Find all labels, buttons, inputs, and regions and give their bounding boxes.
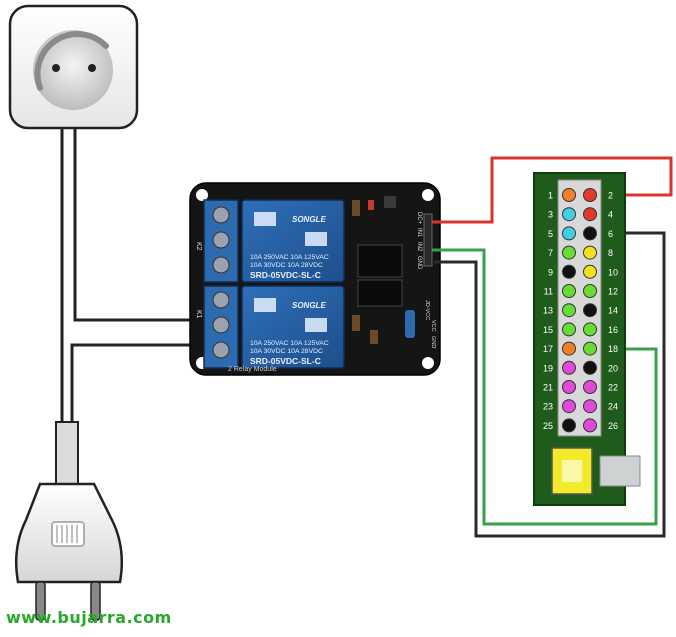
gpio-pin-number-26: 26: [608, 421, 618, 431]
in1-wire: [432, 248, 658, 526]
channel-label-k1: K1: [195, 310, 202, 319]
gpio-pin-24: [583, 399, 597, 414]
vcc-wire: [432, 156, 673, 224]
gpio-pin-number-22: 22: [608, 383, 618, 393]
gpio-pin-number-24: 24: [608, 402, 618, 412]
gpio-pin-12: [583, 284, 597, 298]
gnd-wire: [432, 231, 666, 538]
channel-label-k2: K2: [195, 242, 202, 251]
gpio-pin-16: [583, 322, 597, 337]
gpio-pin-17: [562, 341, 576, 356]
wall-socket-icon: [8, 4, 139, 130]
gpio-pin-number-14: 14: [608, 306, 618, 316]
relay-top-model: SRD-05VDC-SL-C: [250, 270, 321, 280]
signal-wires: [432, 156, 673, 538]
gpio-pin-number-7: 7: [548, 248, 553, 258]
gpio-pin-11: [562, 284, 576, 298]
gpio-pin-number-1: 1: [548, 191, 553, 201]
gpio-pin-number-3: 3: [548, 210, 553, 220]
jumper-label-gnd: GND: [430, 336, 436, 348]
relay-input-header: DC+ IN1 IN2 GND JD-VCC VCC GND: [416, 212, 436, 348]
relay-bottom: SONGLE 10A 250VAC 10A 125VAC 10A 30VDC 1…: [241, 285, 345, 369]
pin-label-in2: IN2: [416, 242, 422, 252]
gpio-pin-20: [583, 360, 597, 375]
relay-top-rating-2: 10A 30VDC 10A 28VDC: [250, 262, 323, 269]
relay-bottom-brand: SONGLE: [292, 301, 326, 310]
gpio-pin-1: [562, 188, 576, 202]
gpio-pin-number-8: 8: [608, 248, 613, 258]
gpio-pin-6: [583, 226, 597, 241]
terminal-block-k2: [203, 199, 239, 283]
gpio-pin-19: [562, 360, 576, 375]
relay-bottom-rating-2: 10A 30VDC 10A 28VDC: [250, 348, 323, 355]
gpio-pin-18: [583, 341, 597, 356]
gpio-pin-13: [562, 303, 576, 318]
gpio-pin-number-25: 25: [543, 421, 553, 431]
power-plug-icon: [14, 421, 124, 621]
gpio-pin-14: [583, 303, 597, 318]
gpio-pin-23: [562, 399, 576, 414]
gpio-pin-number-11: 11: [544, 287, 553, 297]
gpio-pin-number-19: 19: [543, 363, 553, 373]
pin-label-dcplus: DC+: [416, 212, 422, 225]
gpio-pin-number-13: 13: [543, 306, 553, 316]
mains-cable: [60, 128, 205, 430]
gpio-pin-3: [562, 207, 576, 222]
pin-label-in1: IN1: [416, 228, 422, 238]
gpio-pin-5: [562, 226, 576, 241]
pin-label-gnd: GND: [416, 256, 422, 270]
relay-bottom-rating-1: 10A 250VAC 10A 125VAC: [250, 340, 329, 347]
gpio-pin-number-20: 20: [608, 363, 618, 373]
watermark: www.bujarra.com: [6, 608, 172, 627]
gpio-pin-number-21: 21: [543, 383, 553, 393]
gpio-pin-2: [583, 188, 597, 202]
gpio-pin-number-18: 18: [608, 344, 618, 354]
gpio-pin-number-2: 2: [608, 191, 613, 201]
gpio-pin-number-10: 10: [608, 267, 618, 277]
board-label: 2 Relay Module: [228, 366, 277, 373]
gpio-pin-15: [562, 322, 576, 337]
gpio-pin-4: [583, 207, 597, 222]
gpio-pin-number-5: 5: [548, 229, 553, 239]
gpio-pin-number-12: 12: [608, 287, 618, 297]
gpio-pin-21: [562, 380, 576, 394]
gpio-pin-22: [583, 380, 597, 394]
jumper-label-jdvcc: JD-VCC: [424, 300, 430, 320]
relay-top-brand: SONGLE: [292, 215, 326, 224]
gpio-pin-10: [583, 264, 597, 279]
gpio-pin-26: [583, 418, 597, 433]
gpio-pin-number-17: 17: [543, 344, 553, 354]
gpio-pin-8: [583, 245, 597, 260]
gpio-pin-9: [562, 264, 576, 279]
gpio-pin-7: [562, 245, 576, 260]
gpio-pin-number-4: 4: [608, 210, 613, 220]
terminal-block-k1: [203, 285, 239, 369]
gpio-pin-25: [562, 418, 576, 433]
relay-bottom-model: SRD-05VDC-SL-C: [250, 356, 321, 366]
gpio-pin-number-16: 16: [608, 325, 618, 335]
gpio-pin-number-9: 9: [548, 267, 553, 277]
relay-top: SONGLE 10A 250VAC 10A 125VAC 10A 30VDC 1…: [241, 199, 345, 283]
relay-top-rating-1: 10A 250VAC 10A 125VAC: [250, 254, 329, 261]
jumper-label-vcc: VCC: [430, 320, 436, 332]
gpio-pin-number-23: 23: [543, 402, 553, 412]
relay-module: K2 K1 SONGLE 10A 250VAC 10A 125VAC 10A 3…: [189, 182, 441, 376]
gpio-pin-number-15: 15: [543, 325, 553, 335]
gpio-pin-number-6: 6: [608, 229, 613, 239]
